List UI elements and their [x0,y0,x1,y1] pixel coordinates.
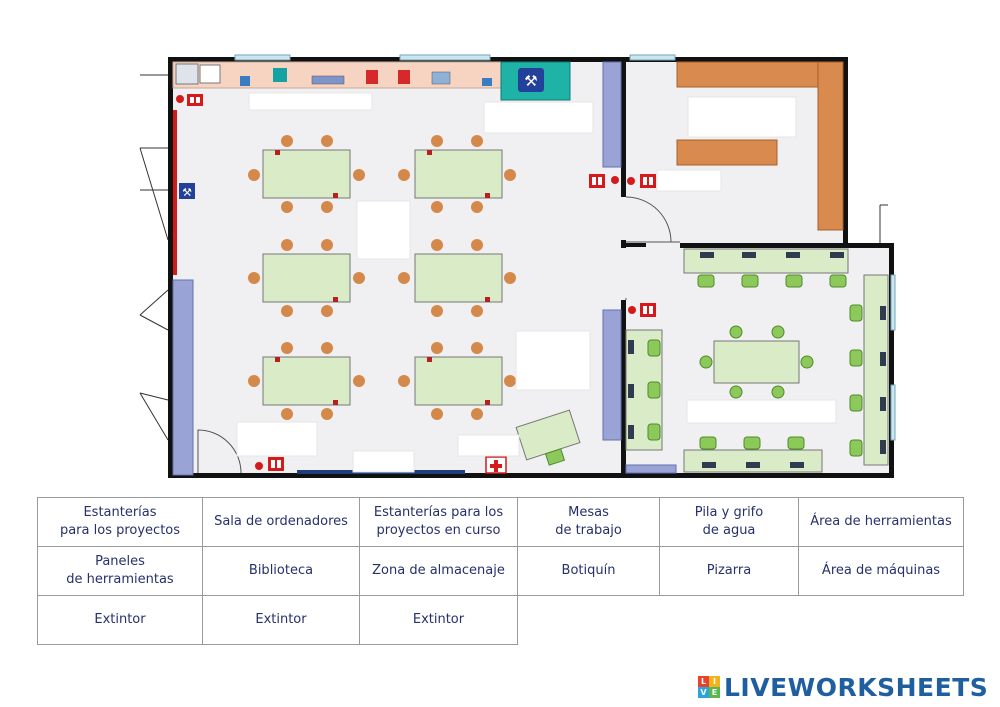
drop-zone[interactable] [457,434,520,457]
label-row: Paneles de herramientas Biblioteca Zona … [37,546,964,596]
drop-zone[interactable] [236,421,318,457]
library-furniture [676,61,844,231]
doors [197,196,680,474]
sink-basin [199,64,221,84]
brand-logo: L I V E LIVEWORKSHEETS [698,672,988,702]
extinguisher-sign-marks [190,97,653,468]
label-tile[interactable]: Sala de ordenadores [202,497,360,547]
counter-machines [240,68,492,86]
vise-markers [275,150,490,405]
label-tile[interactable]: Área de herramientas [798,497,964,547]
drop-zone[interactable] [656,169,722,192]
label-tile[interactable]: Extintor [37,595,203,645]
shelves [172,61,677,476]
drop-zone[interactable] [483,101,594,134]
floor-plan: ⚒ ⚒ [139,54,896,478]
brand-icon-v: V [698,687,709,698]
label-tile[interactable]: Zona de almacenaje [359,546,518,596]
label-tile[interactable]: Estanterías para los proyectos en curso [359,497,518,547]
wrench-icon [518,68,544,92]
table-group [248,239,365,317]
drop-zones [236,92,837,473]
label-tile[interactable]: Pizarra [659,546,799,596]
label-tile[interactable]: Biblioteca [202,546,360,596]
table-group [398,239,516,317]
drop-zone[interactable] [686,399,837,424]
label-row: Estanterías para los proyectos Sala de o… [37,497,964,547]
label-tile[interactable]: Pila y grifo de agua [659,497,799,547]
table-group [248,135,365,213]
drop-zone[interactable] [356,200,411,260]
brand-icon-e: E [709,687,720,698]
empty-cell [660,596,799,645]
drop-zone[interactable] [687,96,797,138]
wrench-icon-left-glyph: ⚒ [182,186,192,199]
machine-table [515,409,581,466]
label-tile[interactable]: Extintor [202,595,360,645]
work-tables [248,135,516,420]
drop-zone[interactable] [352,450,415,473]
table-group [398,135,516,213]
label-tile[interactable]: Mesas de trabajo [517,497,660,547]
label-bank: Estanterías para los proyectos Sala de o… [37,497,964,645]
brand-name: LIVEWORKSHEETS [724,672,989,702]
first-aid-cross [490,460,502,472]
empty-cell [799,596,964,645]
exterior-lines [139,74,888,441]
wrench-icon-glyph: ⚒ [524,72,537,90]
tool-panel-strip [173,110,177,275]
drop-zone[interactable] [515,330,591,391]
brand-icon: L I V E [698,676,720,698]
label-tile[interactable]: Botiquín [517,546,660,596]
windows [234,54,896,441]
label-tile[interactable]: Área de máquinas [798,546,964,596]
label-tile[interactable]: Paneles de herramientas [37,546,203,596]
label-tile[interactable]: Estanterías para los proyectos [37,497,203,547]
brand-icon-i: I [709,676,720,687]
label-tile[interactable]: Extintor [359,595,518,645]
brand-icon-l: L [698,676,709,687]
empty-cell [518,596,660,645]
drop-zone[interactable] [248,92,373,111]
table-group [398,342,516,420]
table-group [248,342,365,420]
computer-monitors [628,252,886,468]
computer-chairs [647,274,863,457]
wrench-icon-left [179,183,195,199]
walls [168,57,894,478]
label-row: Extintor Extintor Extintor [37,595,964,645]
sink [175,63,199,85]
